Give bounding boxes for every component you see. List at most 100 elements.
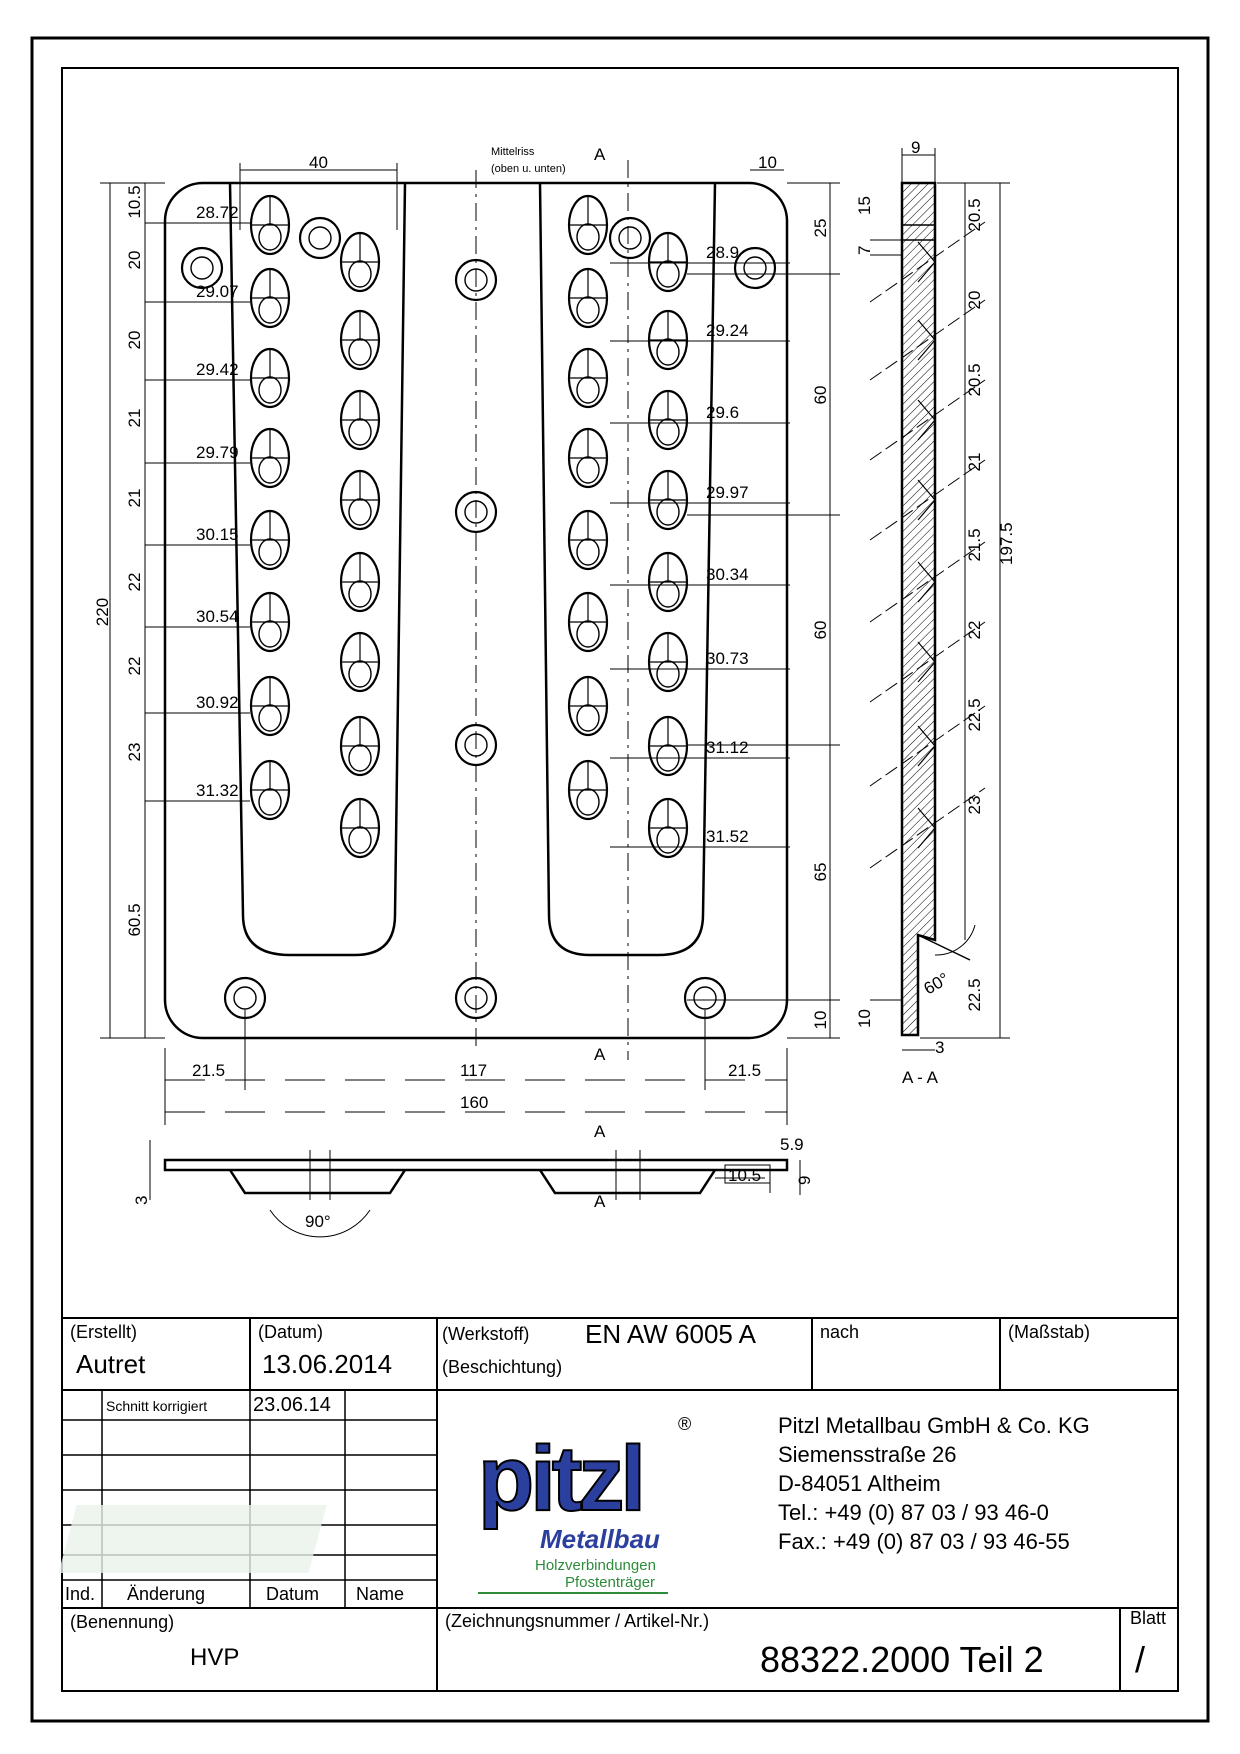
label-mittelriss: Mittelriss [491,146,535,158]
front-dim-10-5: 10.5 [728,1166,761,1185]
left-vdim-6: 22 [125,657,144,676]
side-dim-7: 7 [855,246,874,255]
company-line-1: Pitzl Metallbau GmbH & Co. KG [778,1413,1090,1438]
front-section-a-top: A [594,1122,606,1141]
right-cutout [538,182,717,957]
right-vdim-0: 25 [811,219,830,238]
right-hole-dim-7: 31.52 [706,827,749,846]
front-view [149,1140,801,1238]
section-labels: 9 15 7 10 3 60° A - A 197.5 20.52020.521… [855,138,1016,1087]
front-labels: 3 90° 5.9 10.5 9 A A [132,1122,814,1231]
erstellt-value: Autret [76,1349,146,1379]
blatt-label: Blatt [1130,1608,1166,1628]
hole-left-outer-3 [249,427,291,489]
mounting-holes [180,216,777,1020]
right-hole-dim-0: 28.9 [706,243,739,262]
hole-right-inner-7 [647,797,689,859]
plan-view [163,160,789,1060]
hole-left-outer-0 [249,194,291,256]
company-line-3: D-84051 Altheim [778,1471,941,1496]
hole-left-outer-7 [249,759,291,821]
datum-label: (Datum) [258,1322,323,1342]
mounting-hole-3 [454,490,498,534]
section-a-bottom: A [594,1045,606,1064]
side-rdim-2: 20.5 [965,363,984,396]
hole-left-inner-7 [339,797,381,859]
label-mittelriss-sub: (oben u. unten) [491,163,566,175]
pitzl-logo: pitzl ® Metallbau Holzverbindungen Pfost… [58,1414,691,1594]
dim-220: 220 [93,598,112,626]
left-vdim-7: 23 [125,743,144,762]
hole-mid-outer-6 [567,675,609,737]
side-rdim-8: 22.5 [965,978,984,1011]
hole-left-inner-0 [339,231,381,293]
hole-mid-outer-3 [567,427,609,489]
plan-labels: 40 Mittelriss (oben u. unten) A A 10 220… [93,145,830,1112]
front-section-a-bottom: A [594,1192,606,1211]
right-hole-dim-1: 29.24 [706,321,749,340]
mounting-hole-6 [454,976,498,1020]
hole-right-inner-5 [647,631,689,693]
logo-line2: Pfostenträger [565,1574,655,1591]
right-hole-dim-6: 31.12 [706,738,749,757]
logo-line1: Holzverbindungen [535,1557,656,1574]
company-line-5: Fax.: +49 (0) 87 03 / 93 46-55 [778,1529,1070,1554]
right-hole-dim-5: 30.73 [706,649,749,668]
hole-right-inner-1 [647,309,689,371]
rev-header-name: Name [356,1584,404,1604]
left-hole-dim-7: 31.32 [196,781,239,800]
mounting-hole-8 [608,216,652,260]
mounting-hole-0 [180,246,224,290]
right-vdim-2: 60 [811,621,830,640]
inner-frame [61,67,1179,1692]
company-line-2: Siemensstraße 26 [778,1442,957,1467]
left-hole-dim-3: 29.79 [196,443,239,462]
title-block-text: (Erstellt) Autret (Datum) 13.06.2014 (We… [65,1319,1166,1680]
logo-registered: ® [678,1414,691,1434]
side-rdim-4: 21.5 [965,528,984,561]
left-hole-dim-6: 30.92 [196,693,239,712]
benennung-value: HVP [190,1644,239,1671]
side-rdim-1: 20 [965,291,984,310]
plan-dimensions [100,163,840,1125]
hole-mid-outer-4 [567,509,609,571]
front-dim-9: 9 [795,1176,814,1185]
datum-value: 13.06.2014 [262,1349,392,1379]
side-dim-10: 10 [855,1009,874,1028]
dim-160: 160 [460,1093,488,1112]
werkstoff-label: (Werkstoff) [442,1324,529,1344]
side-dim-197-5: 197.5 [997,522,1016,565]
hole-right-inner-4 [647,551,689,613]
benennung-label: (Benennung) [70,1612,174,1632]
hole-left-inner-4 [339,551,381,613]
left-vdim-8: 60.5 [125,903,144,936]
front-dim-5-9: 5.9 [780,1135,804,1154]
dim-10-top: 10 [758,153,777,172]
hole-mid-outer-7 [567,759,609,821]
hole-left-outer-6 [249,675,291,737]
left-hole-dim-5: 30.54 [196,607,239,626]
rev-header-ind: Ind. [65,1584,95,1604]
side-rdim-7: 23 [965,796,984,815]
left-vdim-0: 10.5 [125,185,144,218]
hole-left-outer-1 [249,267,291,329]
mounting-hole-4 [454,723,498,767]
zeichnung-label: (Zeichnungsnummer / Artikel-Nr.) [445,1611,709,1631]
side-rdim-5: 22 [965,621,984,640]
right-hole-dim-4: 30.34 [706,565,749,584]
hole-left-inner-5 [339,631,381,693]
left-hole-dim-1: 29.07 [196,282,239,301]
side-dim-3: 3 [935,1038,944,1057]
left-vdim-5: 22 [125,573,144,592]
hole-left-outer-2 [249,347,291,409]
hole-mid-outer-0 [567,194,609,256]
revision-text: Schnitt korrigiert [106,1398,207,1414]
left-hole-dim-4: 30.15 [196,525,239,544]
mounting-hole-2 [454,258,498,302]
section-label-a-a: A - A [902,1068,939,1087]
nach-label: nach [820,1322,859,1342]
company-address: Pitzl Metallbau GmbH & Co. KG Siemensstr… [778,1413,1090,1554]
right-vdim-4: 10 [811,1011,830,1030]
hole-mid-outer-1 [567,267,609,329]
